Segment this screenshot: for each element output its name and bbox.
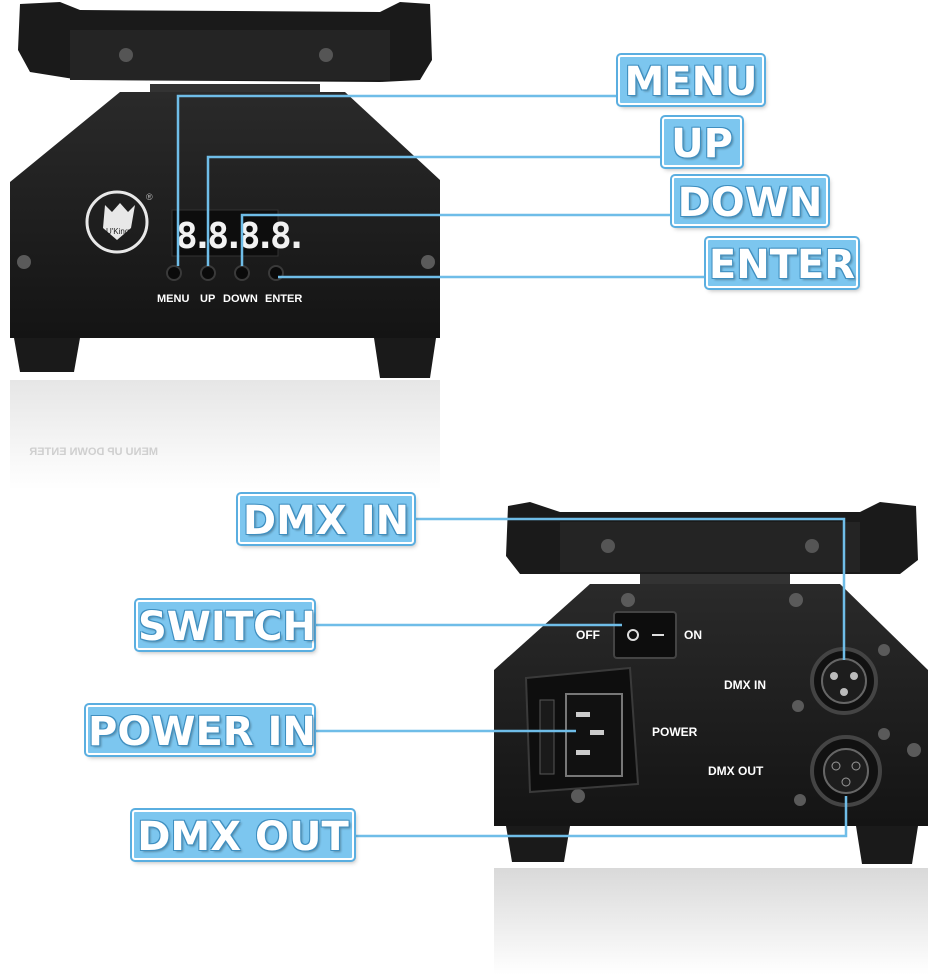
screw-icon	[17, 255, 31, 269]
screw-icon	[789, 593, 803, 607]
up-label: UP	[200, 293, 215, 305]
screw-icon	[878, 728, 890, 740]
brand-logo: U'King ®	[85, 190, 153, 254]
down-label: DOWN	[223, 293, 258, 305]
logo-text: U'King	[106, 227, 129, 236]
screw-icon	[907, 743, 921, 757]
callout-enter: ENTER	[706, 238, 858, 288]
foot-left	[506, 826, 570, 862]
reflection	[10, 380, 440, 490]
screw-icon	[794, 794, 806, 806]
rocker-switch[interactable]	[613, 611, 677, 659]
dmx-in-label: DMX IN	[724, 678, 766, 692]
foot-right	[856, 826, 918, 864]
callout-up: UP	[662, 117, 742, 167]
screw-icon	[421, 255, 435, 269]
power-label: POWER	[652, 725, 698, 739]
callout-dmx-in: DMX IN	[238, 494, 414, 544]
switch-off-mark	[627, 629, 639, 641]
menu-label: MENU	[157, 293, 189, 305]
foot-left	[14, 338, 80, 372]
menu-button[interactable]	[166, 265, 182, 281]
screw-icon	[601, 539, 615, 553]
on-label: ON	[684, 628, 702, 642]
reflection	[494, 868, 928, 975]
top-leader-lines	[176, 94, 706, 279]
bottom-fixture: OFF ON DMX IN DMX OUT POWER	[494, 502, 928, 975]
callout-power-in: POWER IN	[86, 705, 316, 755]
top-fixture: U'King ® 8.8.8.8. MENU UP DOWN ENTER MEN…	[10, 2, 440, 490]
screw-icon	[621, 593, 635, 607]
down-button[interactable]	[234, 265, 250, 281]
dmx-out-label: DMX OUT	[708, 764, 764, 778]
display-readout: 8.8.8.8.	[176, 216, 301, 257]
screw-icon	[119, 48, 133, 62]
callout-switch: SWITCH	[136, 600, 316, 650]
screw-icon	[319, 48, 333, 62]
enter-label: ENTER	[265, 293, 302, 305]
screw-icon	[878, 644, 890, 656]
svg-text:®: ®	[146, 192, 153, 202]
up-button[interactable]	[200, 265, 216, 281]
callout-dmx-out: DMX OUT	[132, 810, 354, 860]
screw-icon	[571, 789, 585, 803]
foot-right	[374, 338, 436, 378]
screw-icon	[805, 539, 819, 553]
led-display	[171, 209, 279, 257]
reflection-text: MENU UP DOWN ENTER	[29, 446, 158, 458]
callout-menu: MENU	[618, 55, 764, 105]
off-label: OFF	[576, 628, 600, 642]
screw-icon	[792, 700, 804, 712]
callout-down: DOWN	[672, 176, 828, 226]
bottom-leader-lines	[310, 517, 848, 838]
